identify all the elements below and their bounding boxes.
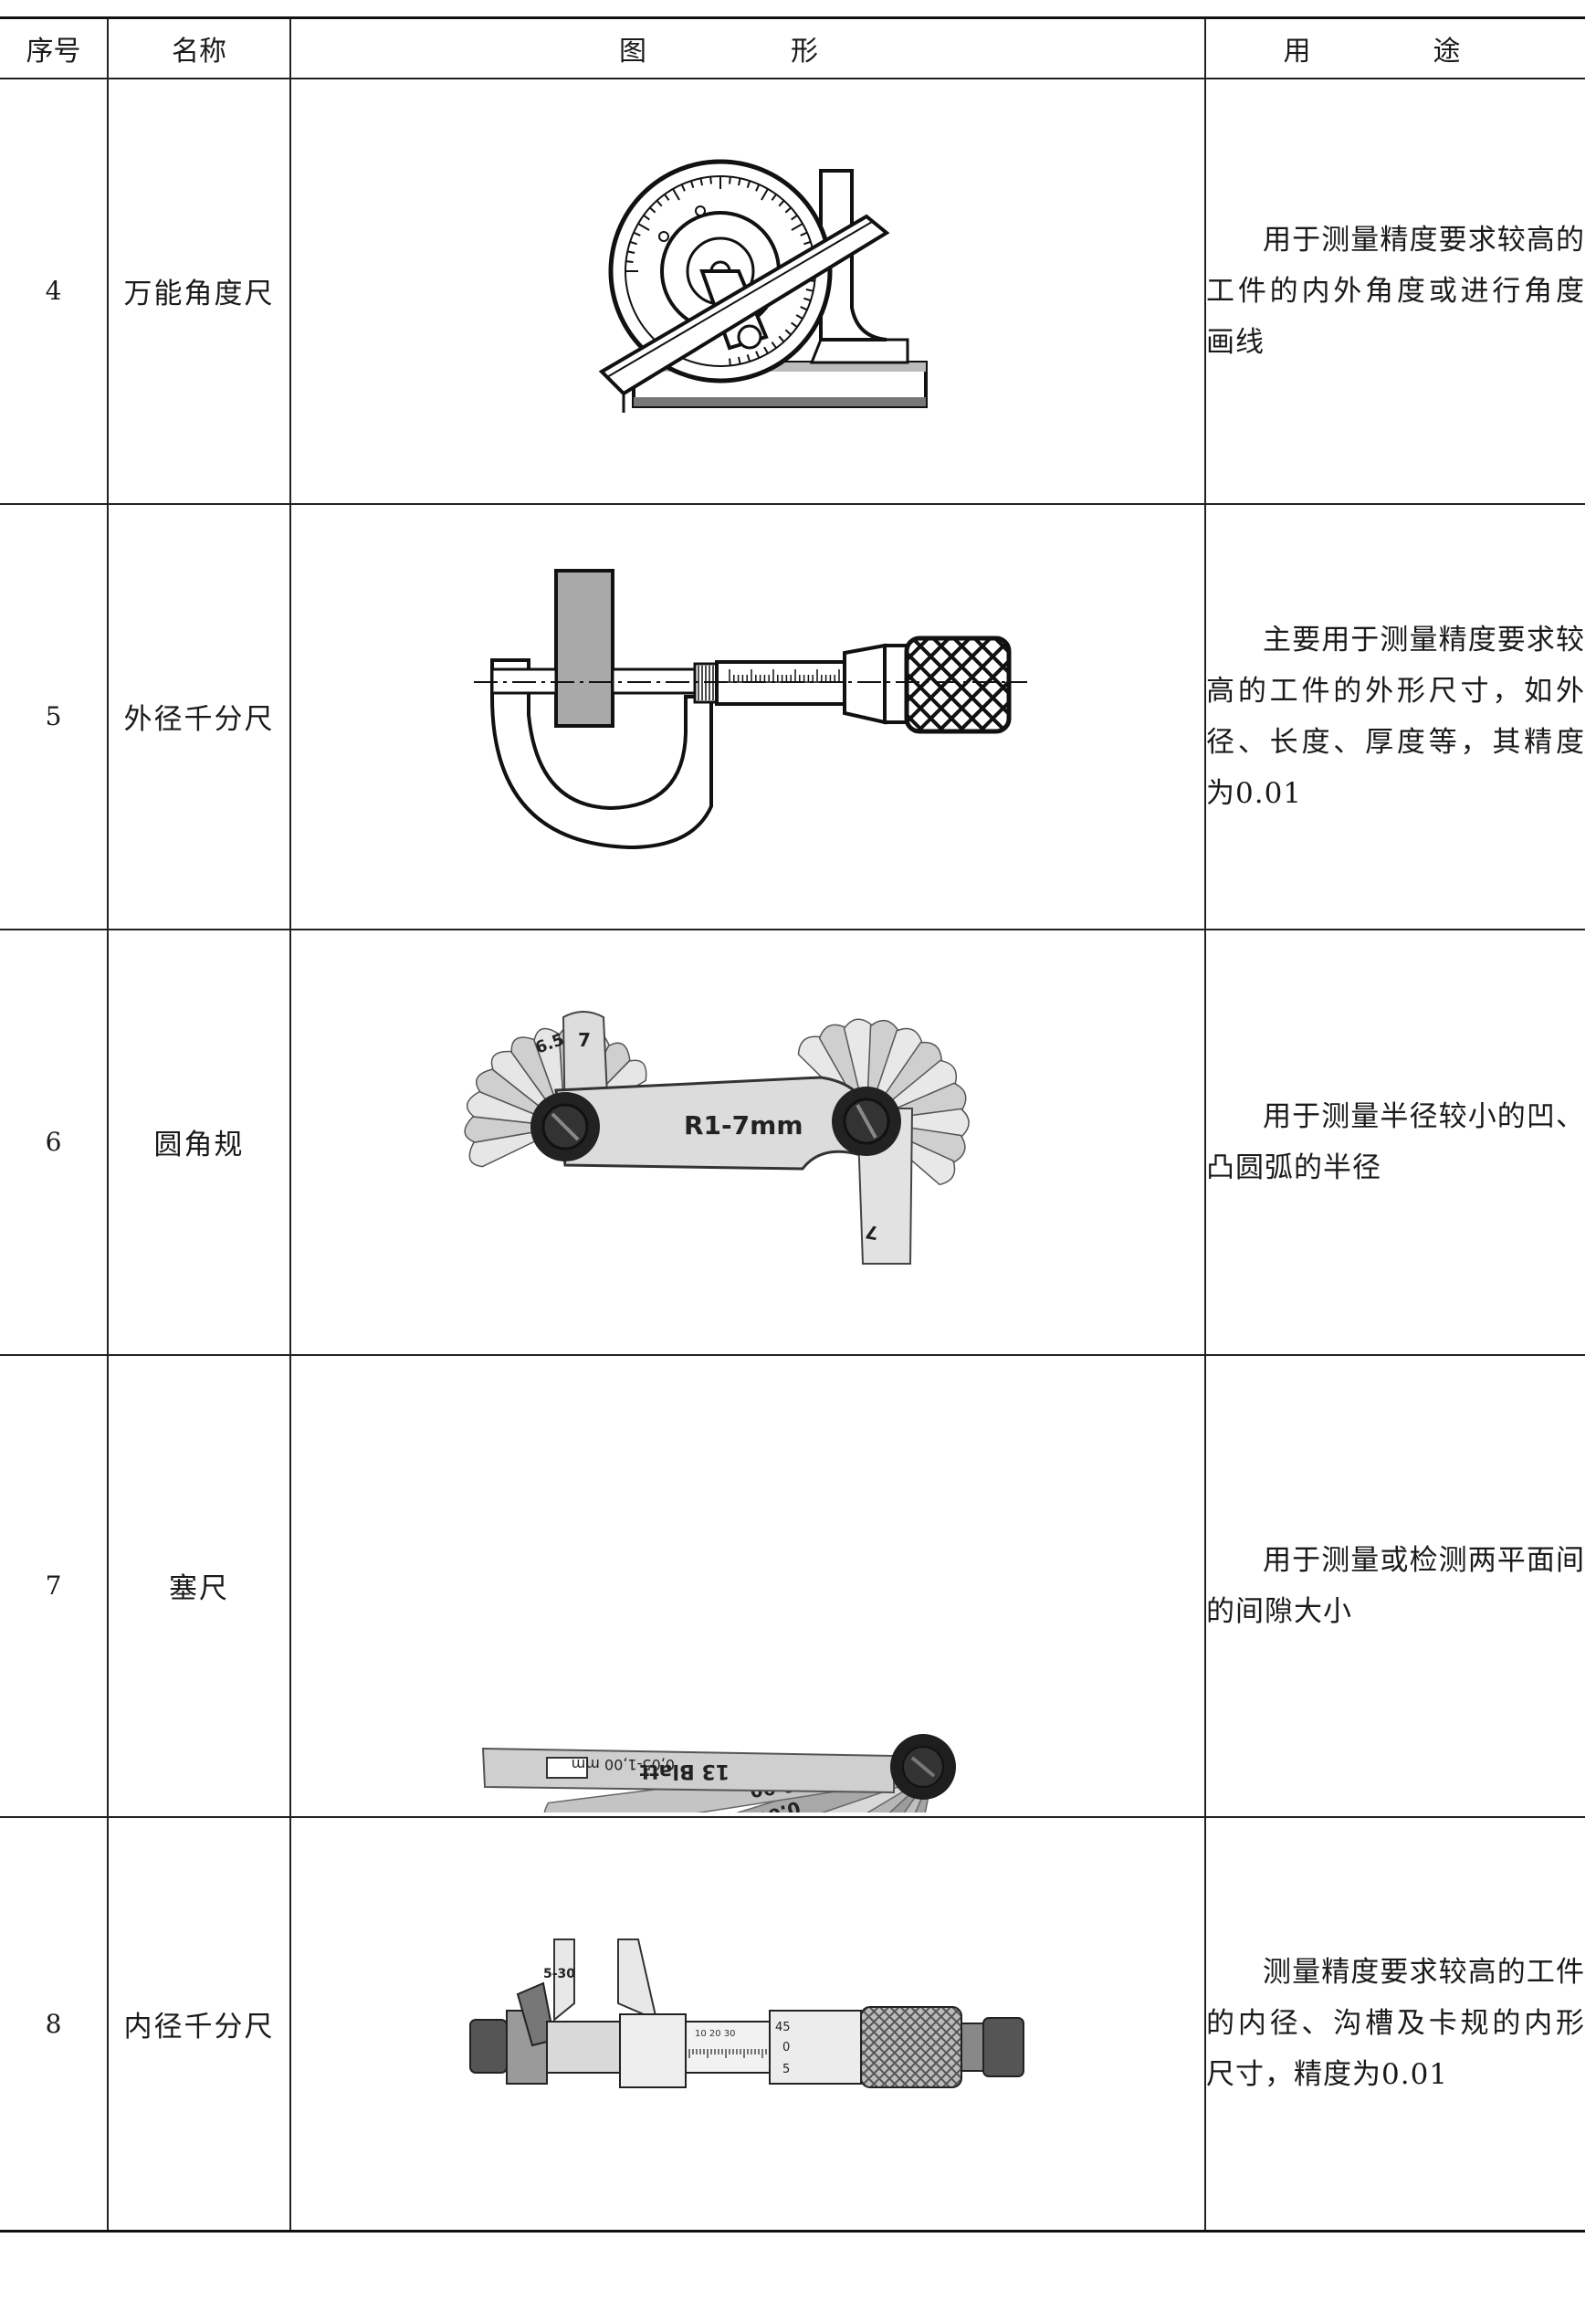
- dial-tick: [755, 350, 761, 358]
- dial-tick: [664, 193, 670, 201]
- dial-tick: [680, 184, 686, 192]
- dial-tick: [761, 187, 769, 201]
- tool-usage: 主要用于测量精度要求较高的工件的外形尺寸，如外径、长度、厚度等，其精度为0.01: [1204, 502, 1585, 930]
- usage-text: 用于测量精度要求较高的工件的内外角度或进行角度画线: [1206, 223, 1585, 359]
- dial-tick: [800, 305, 808, 310]
- blade-base-label: 13 Blatt: [639, 1760, 730, 1782]
- range-label: 5-30: [543, 1967, 575, 1981]
- dial-tick: [791, 222, 803, 231]
- table-row: 4 万能角度尺: [0, 77, 1585, 505]
- dial-tick: [805, 288, 814, 292]
- tool-name: 塞尺: [107, 1353, 291, 1818]
- outside-micrometer-illustration: [474, 568, 1027, 849]
- row-number: 8: [0, 1815, 109, 2233]
- tool-figure-inside-micrometer: 5-30 10 20 30 45 0: [289, 1815, 1206, 2233]
- row-number: 4: [0, 77, 109, 505]
- radius-gauge-illustration: R1-7mm 7 6.5 7: [464, 1010, 970, 1265]
- dial-tick: [625, 259, 634, 263]
- dial-tick: [784, 328, 792, 335]
- tool-name: 外径千分尺: [107, 502, 291, 930]
- dial-tick: [656, 199, 663, 206]
- row-number: 5: [0, 502, 109, 930]
- row-number: 6: [0, 928, 109, 1356]
- tool-usage: 用于测量精度要求较高的工件的内外角度或进行角度画线: [1204, 77, 1585, 505]
- tool-figure-feeler-gauge: 0.800.500.150.200.250.600.90 13 Blatt 0,…: [289, 1353, 1206, 2142]
- dial-tick: [784, 206, 792, 214]
- dial-tick: [803, 297, 812, 301]
- tool-usage: 测量精度要求较高的工件的内径、沟槽及卡规的内形尺寸，精度为0.01: [1204, 1815, 1585, 2233]
- sleeve-label: 10 20 30: [695, 2029, 736, 2039]
- table-row: 8 内径千分尺 5-30: [0, 1815, 1585, 2233]
- dial-tick: [800, 231, 808, 236]
- tool-usage: 用于测量或检测两平面间的间隙大小: [1204, 1353, 1585, 1818]
- dial-tick: [627, 249, 635, 254]
- dial-tick: [803, 240, 812, 245]
- tool-figure-bevel-protractor: [289, 77, 1206, 505]
- header-row: 序号 名称 图 形 用 途: [0, 16, 1585, 79]
- thimble-label-top: 45: [775, 2021, 791, 2034]
- tool-usage: 用于测量半径较小的凹、凸圆弧的半径: [1204, 928, 1585, 1356]
- gauge-leaf: [464, 1115, 566, 1143]
- dial-tick: [699, 177, 704, 185]
- dial-tick: [771, 193, 777, 201]
- dial-tick: [629, 240, 638, 245]
- header-figure: 图 形: [289, 16, 1206, 79]
- dial-tick: [633, 231, 641, 236]
- dial-tick: [689, 180, 695, 188]
- usage-text: 测量精度要求较高的工件的内径、沟槽及卡规的内形尺寸，精度为0.01: [1206, 1956, 1585, 2092]
- tool-name: 万能角度尺: [107, 77, 291, 505]
- thimble-label-mid: 0: [782, 2041, 790, 2054]
- tool-name: 圆角规: [107, 928, 291, 1356]
- dial-tick: [763, 346, 769, 354]
- dial-tick: [791, 214, 798, 220]
- dial-tick: [643, 214, 650, 220]
- dial-tick: [737, 177, 741, 185]
- dial-tick: [778, 199, 785, 206]
- table-row: 5 外径千分尺: [0, 502, 1585, 930]
- dial-tick: [778, 335, 785, 342]
- dial-tick: [637, 222, 650, 231]
- measuring-tools-table: 序号 名称 图 形 用 途 4 万能角度尺: [0, 16, 1585, 2233]
- header-name: 名称: [107, 16, 291, 79]
- usage-text: 用于测量或检测两平面间的间隙大小: [1206, 1543, 1585, 1628]
- usage-text: 用于测量半径较小的凹、凸圆弧的半径: [1206, 1099, 1585, 1184]
- tool-name: 内径千分尺: [107, 1815, 291, 2233]
- plate-label: R1-7mm: [684, 1110, 803, 1140]
- dial-tick: [649, 206, 656, 214]
- leaf-label: 7: [578, 1029, 591, 1051]
- tool-figure-radius-gauge: R1-7mm 7 6.5 7: [289, 928, 1206, 1356]
- dial-tick: [737, 356, 741, 364]
- dial-tick: [771, 341, 777, 349]
- dial-tick: [672, 187, 680, 201]
- tool-figure-outside-micrometer: [289, 502, 1206, 930]
- dial-tick: [795, 313, 803, 320]
- header-usage: 用 途: [1204, 16, 1585, 79]
- usage-text: 主要用于测量精度要求较高的工件的外形尺寸，如外径、长度、厚度等，其精度为0.01: [1206, 623, 1585, 810]
- leaf-label: 7: [864, 1220, 880, 1244]
- dial-tick: [755, 184, 761, 192]
- row-number: 7: [0, 1353, 109, 1818]
- feeler-gauge-illustration: 0.800.500.150.200.250.600.90 13 Blatt 0,…: [481, 1733, 956, 2142]
- header-num: 序号: [0, 16, 109, 79]
- table-row: 6 圆角规: [0, 928, 1585, 1356]
- dial-tick: [709, 175, 712, 184]
- dial-tick: [746, 180, 751, 188]
- inside-micrometer-illustration: 5-30 10 20 30 45 0: [469, 1939, 1024, 2089]
- dial-tick: [791, 321, 798, 328]
- bevel-protractor-illustration: [598, 159, 928, 413]
- thimble-label-bot: 5: [782, 2063, 790, 2076]
- blade-base-range: 0,05-1,00 mm: [572, 1756, 675, 1773]
- dial-tick: [746, 353, 751, 362]
- table-row: 7 塞尺 0.800.500.150.200.250.600.90 13 Bla…: [0, 1353, 1585, 2142]
